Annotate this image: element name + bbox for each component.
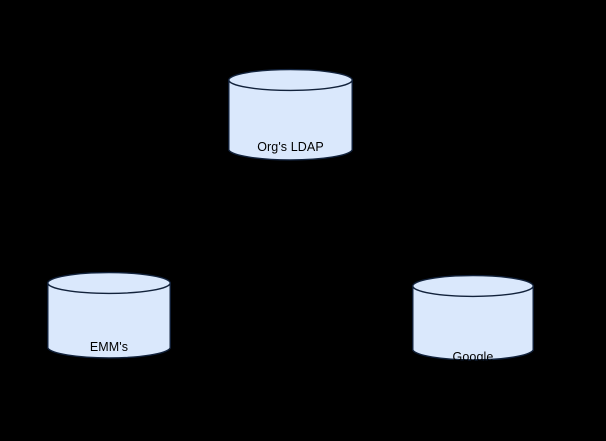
node-label-line: database <box>82 391 136 405</box>
cylinder-icon <box>47 271 171 359</box>
node-google[interactable]: Google <box>412 274 534 364</box>
cylinder-icon <box>412 274 534 361</box>
node-orgs-ldap-directory[interactable]: Org's LDAP directory <box>228 68 353 205</box>
node-emms-database[interactable]: EMM's database <box>47 271 171 405</box>
cylinder-icon <box>228 68 353 161</box>
node-label-line: directory <box>266 191 315 205</box>
diagram-canvas: Org's LDAP directory EMM's database Goog… <box>47 68 534 405</box>
